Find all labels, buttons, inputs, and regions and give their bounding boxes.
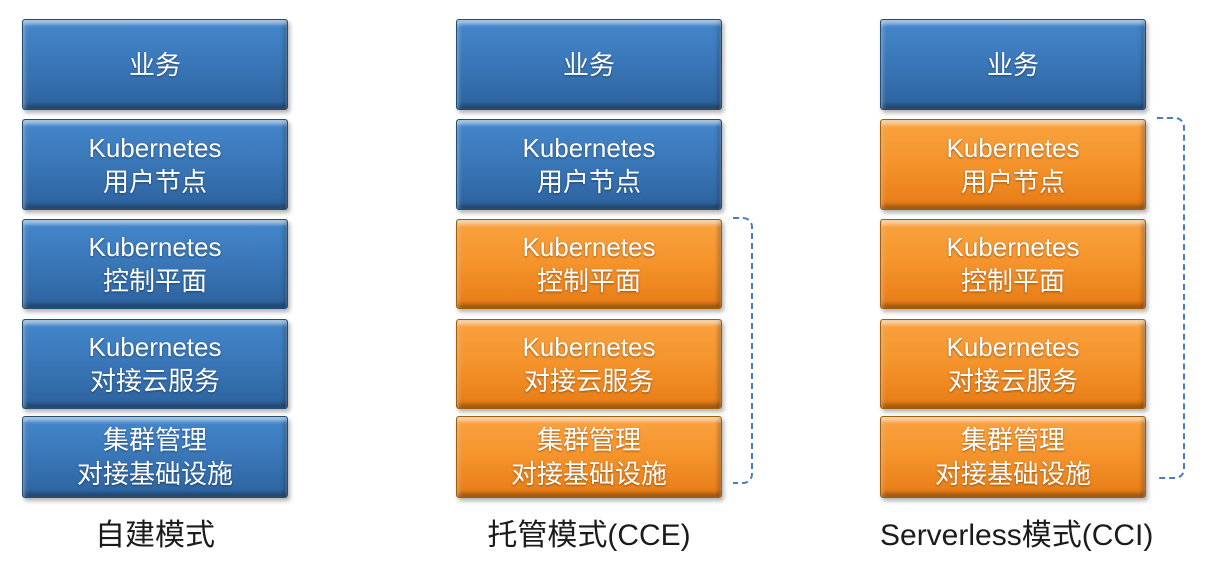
box-control-plane: Kubernetes 控制平面 (22, 219, 288, 309)
box-line: 用户节点 (536, 166, 641, 197)
box-cluster-management: 集群管理对接基础设施 (880, 416, 1146, 498)
box-line: 业务 (986, 49, 1039, 80)
box-cloud-services: Kubernetes 对接云服务 (456, 319, 722, 409)
box-line: 集群管理 (960, 425, 1065, 455)
box-line: Kubernetes (946, 132, 1080, 163)
box-line: 对接基础设施 (934, 459, 1091, 489)
box-line: 用户节点 (102, 166, 207, 197)
box-line: 对接云服务 (523, 366, 654, 396)
box-cluster-management: 集群管理对接基础设施 (22, 416, 288, 498)
box-line: 集群管理 (102, 425, 207, 455)
box-line: Kubernetes (88, 332, 222, 362)
box-line: Kubernetes (88, 232, 222, 262)
caption-self-built: 自建模式 (95, 519, 215, 552)
box-line: Kubernetes (522, 332, 656, 362)
box-cluster-management: 集群管理对接基础设施 (456, 416, 722, 498)
box-cloud-services: Kubernetes 对接云服务 (880, 319, 1146, 409)
box-line: 业务 (128, 49, 181, 80)
caption-cce: 托管模式(CCE) (487, 519, 691, 552)
box-business: 业务 (456, 19, 722, 110)
box-line: 控制平面 (960, 266, 1065, 296)
box-line: Kubernetes (946, 232, 1080, 262)
caption-cci: Serverless模式(CCI) (880, 519, 1154, 552)
bracket-cce-managed-scope (733, 217, 753, 484)
box-line: 对接云服务 (89, 366, 220, 396)
box-line: 业务 (562, 49, 615, 80)
box-line: Kubernetes (522, 232, 656, 262)
box-business: 业务 (22, 19, 288, 110)
box-line: 对接云服务 (947, 366, 1078, 396)
box-line: Kubernetes (88, 132, 222, 163)
box-line: 控制平面 (102, 266, 207, 296)
box-line: Kubernetes (946, 332, 1080, 362)
box-business: 业务 (880, 19, 1146, 110)
box-control-plane: Kubernetes 控制平面 (880, 219, 1146, 309)
box-line: 对接基础设施 (76, 459, 233, 489)
box-line: 对接基础设施 (510, 459, 667, 489)
box-cloud-services: Kubernetes 对接云服务 (22, 319, 288, 409)
box-line: 集群管理 (536, 425, 641, 455)
box-line: Kubernetes (522, 132, 656, 163)
box-control-plane: Kubernetes 控制平面 (456, 219, 722, 309)
box-line: 用户节点 (960, 166, 1065, 197)
bracket-cci-managed-scope (1157, 117, 1185, 479)
box-line: 控制平面 (536, 266, 641, 296)
